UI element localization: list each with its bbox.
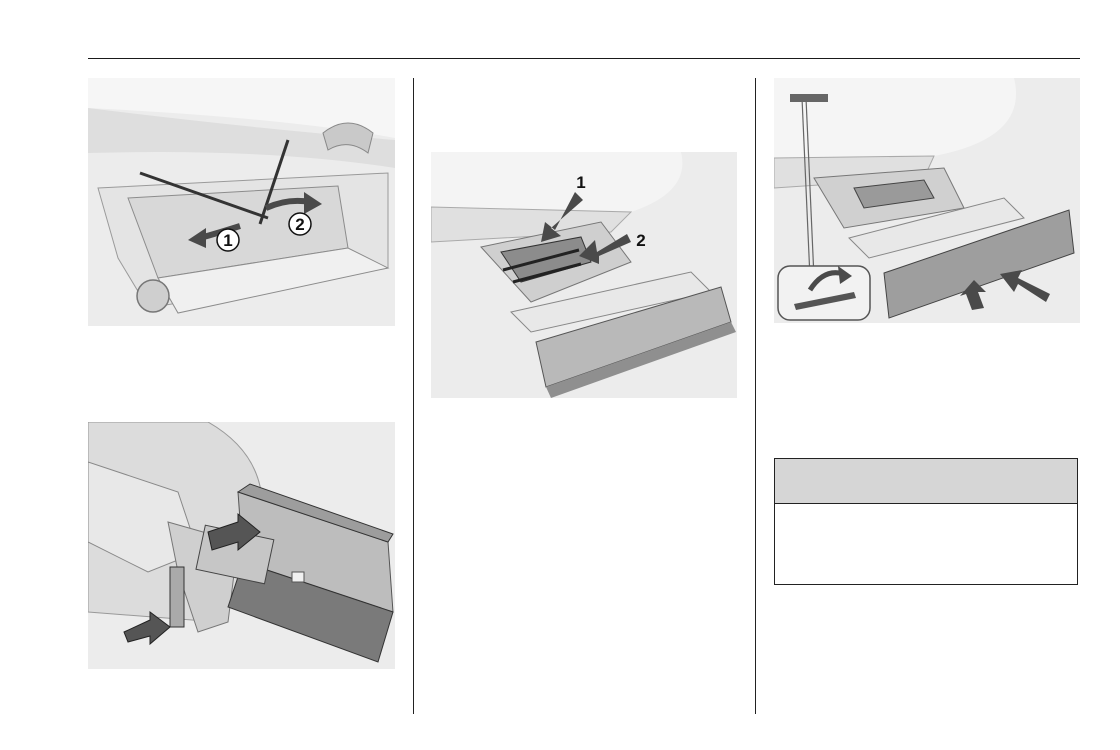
figure-drawer-release: 1 2	[431, 152, 737, 398]
figure-1-callout-1: 1	[223, 231, 232, 250]
figure-socket-housing	[88, 422, 395, 669]
column-divider-right	[755, 78, 756, 714]
header-rule	[88, 58, 1080, 59]
figure-1-callout-2: 2	[295, 215, 304, 234]
figure-trailer-hitch-lever: 1 2	[88, 78, 395, 326]
warning-box-header	[775, 459, 1077, 504]
figure-3-callout-1: 1	[576, 173, 585, 192]
figure-drawer-closing	[774, 78, 1080, 323]
figure-3-callout-2: 2	[636, 231, 645, 250]
warning-box-body	[775, 504, 1077, 524]
warning-box	[774, 458, 1078, 585]
column-divider-left	[413, 78, 414, 714]
